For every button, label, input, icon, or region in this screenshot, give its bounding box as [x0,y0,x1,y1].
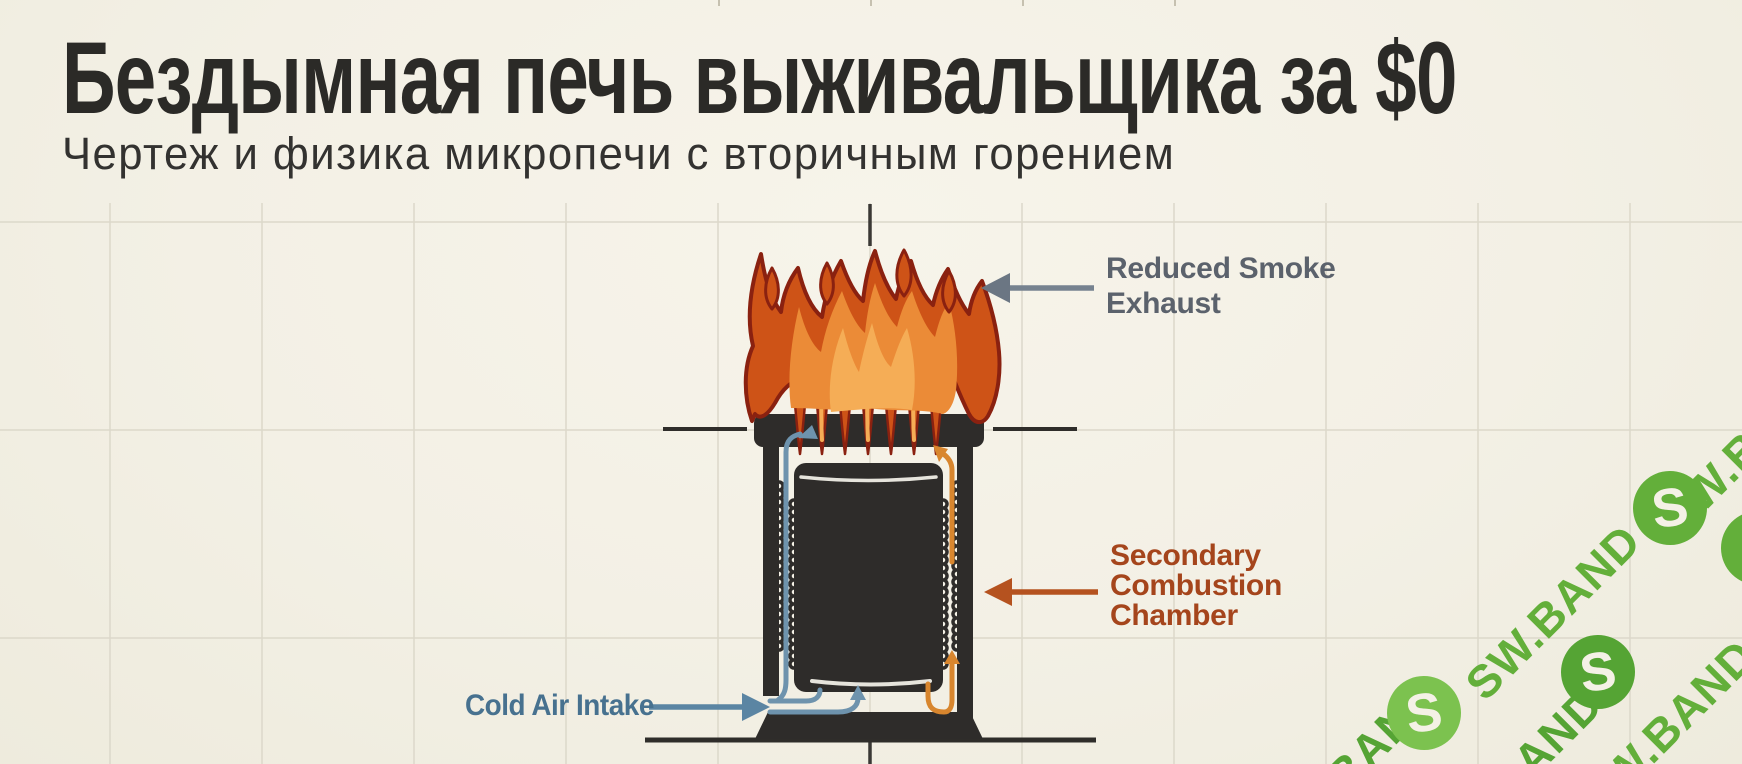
page-title: Бездымная печь выживальщика за $0 [62,21,1457,135]
cold-air-flow-arrows [767,425,866,715]
page-subtitle: Чертеж и физика микропечи с вторичным го… [62,128,1176,179]
exhaust-arrow-icon [981,273,1094,303]
label-cold-air-intake: Cold Air Intake [465,689,654,722]
label-reduced-smoke-exhaust: Reduced Smoke Exhaust [1106,252,1336,320]
grid-top-ticks [718,0,1176,6]
secondary-arrow-icon [984,578,1098,606]
label-secondary-combustion-chamber: Secondary Combustion Chamber [1110,539,1282,632]
hot-gas-flow-arrows [925,445,960,715]
flame-icon [743,248,1002,456]
intake-arrow-icon [649,693,770,721]
